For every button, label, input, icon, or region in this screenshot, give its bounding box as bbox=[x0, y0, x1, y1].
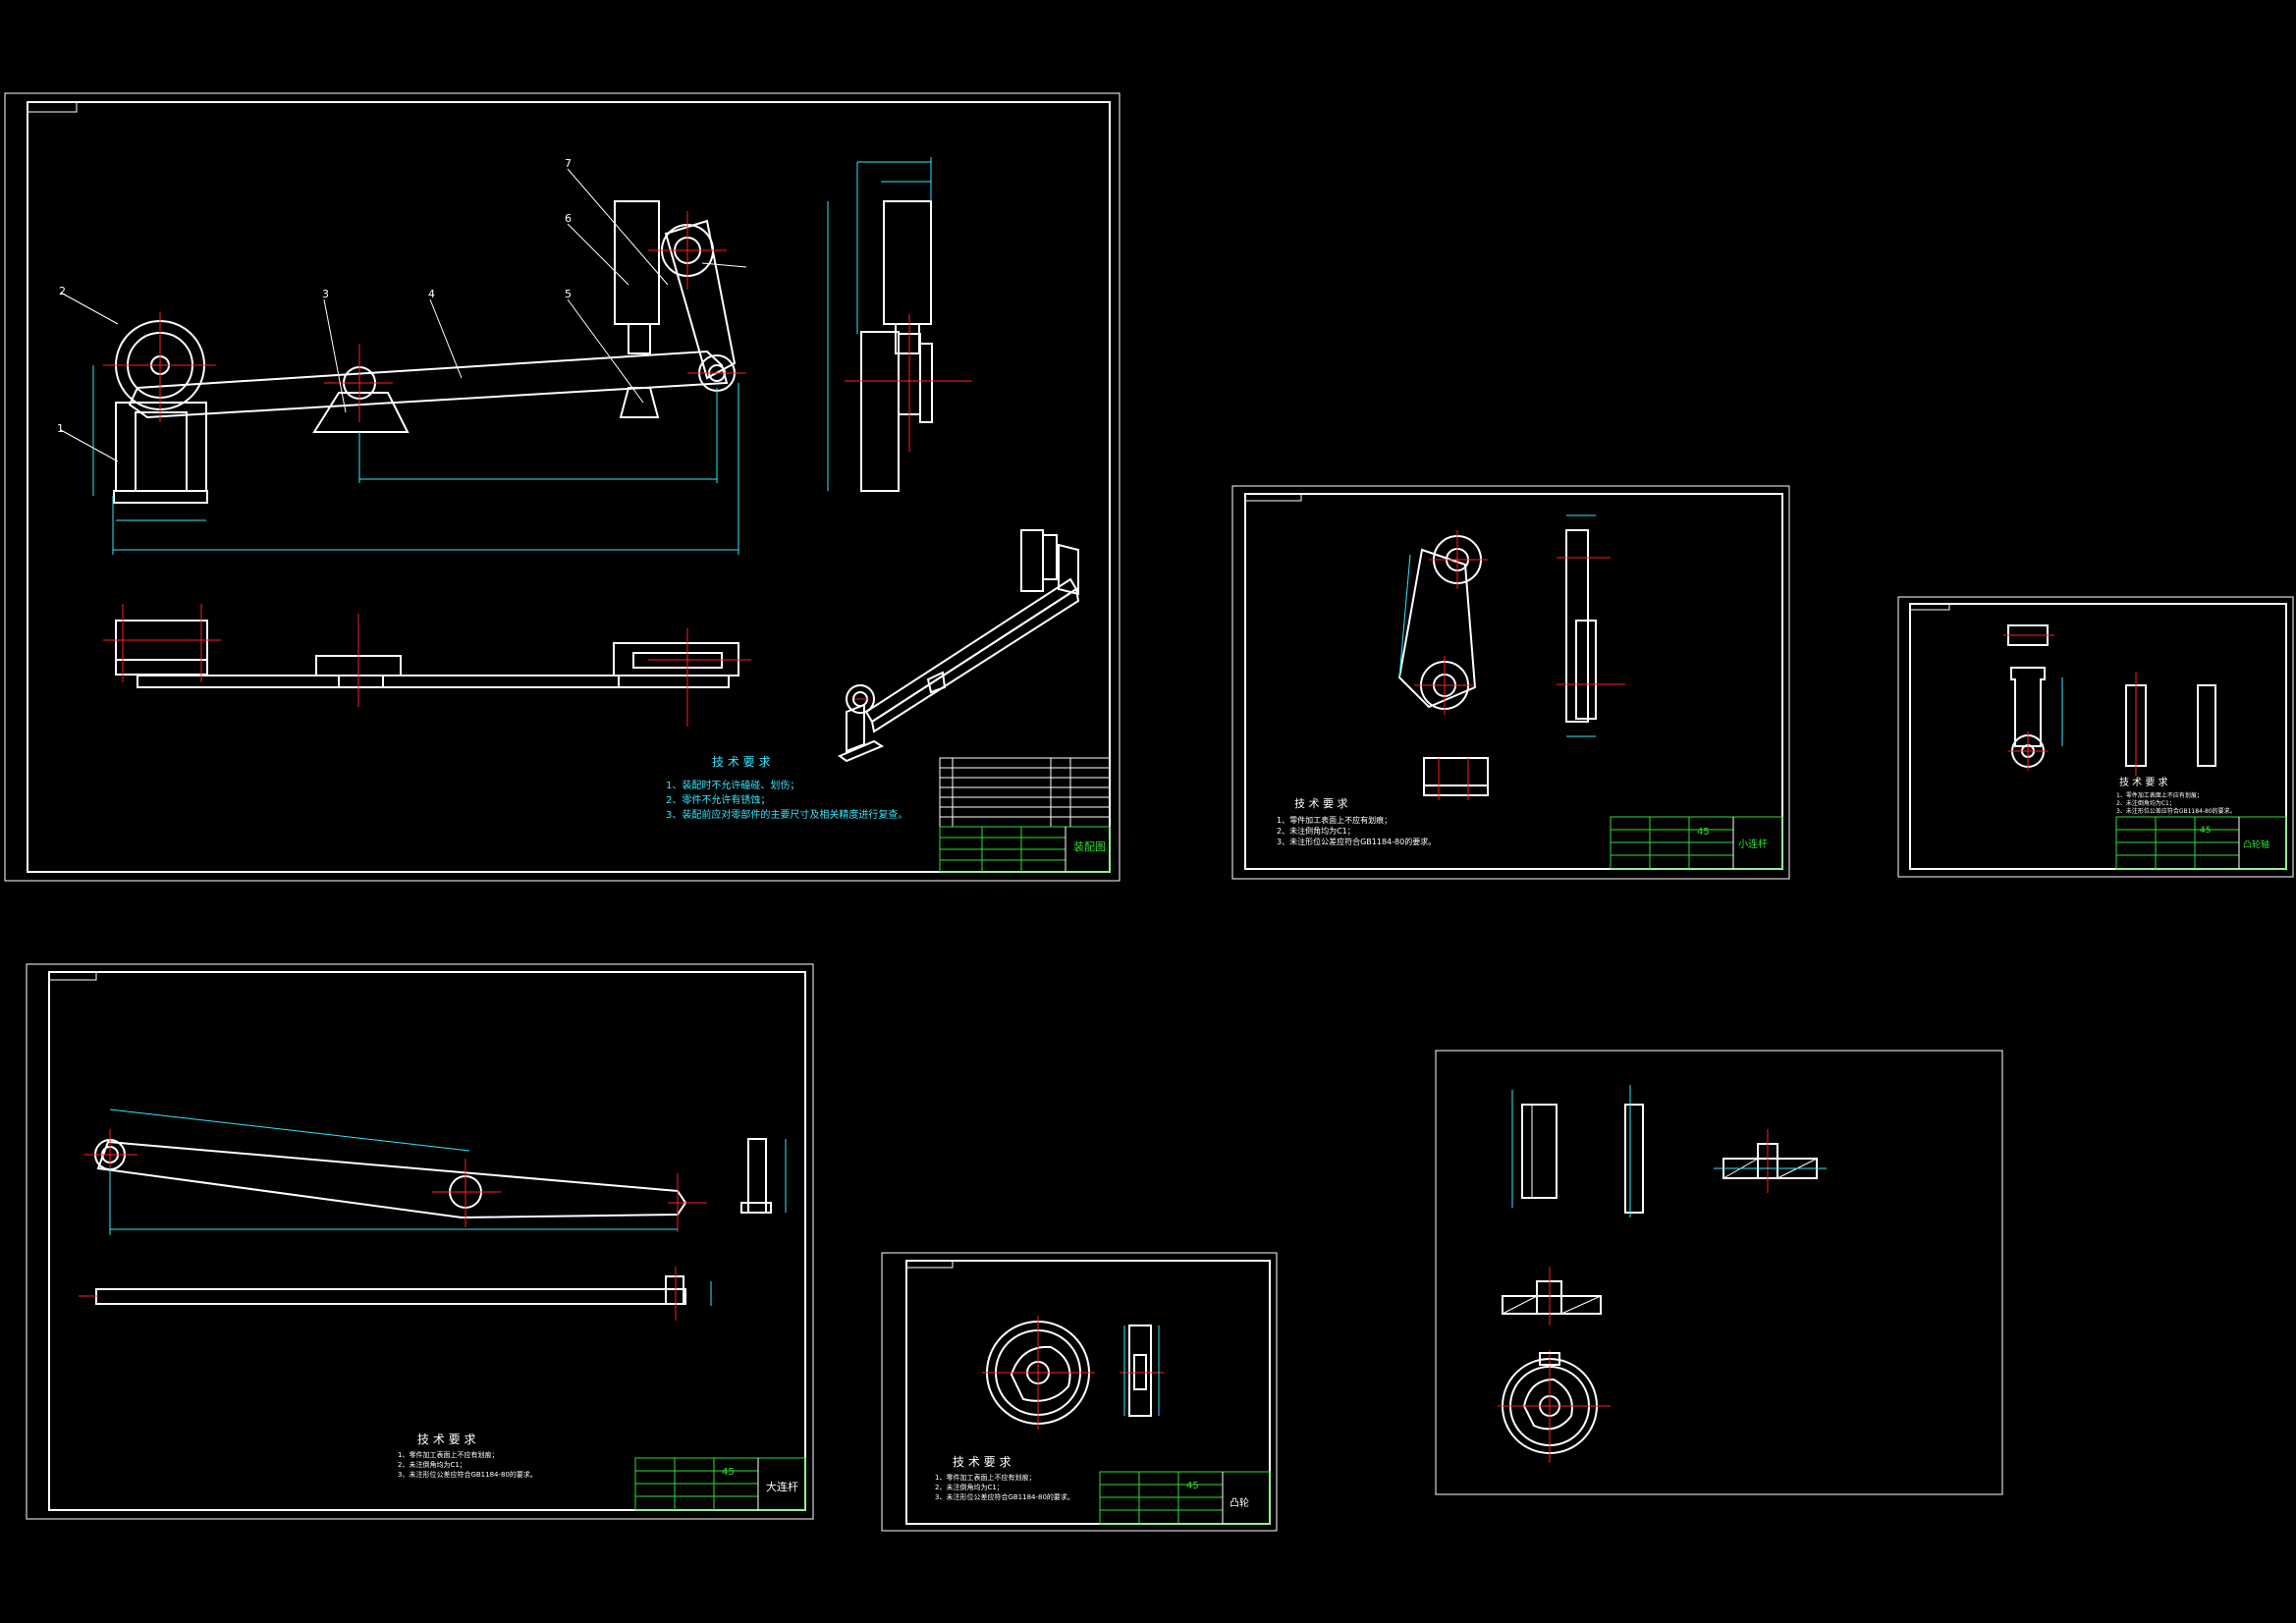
sheet-cam: 技 术 要 求 1、零件加工表面上不应有划痕； 2、未注倒角均为C1； 3、未注… bbox=[881, 1252, 1278, 1532]
follower-note-2: 2、未注倒角均为C1； bbox=[2116, 799, 2175, 807]
assembly-title-block: 装配图 bbox=[939, 757, 1111, 873]
cam-material: 45 bbox=[1186, 1481, 1199, 1491]
balloon-5: 5 bbox=[565, 288, 572, 300]
big-rod-note-3: 3、未注形位公差应符合GB1184-80的要求。 bbox=[398, 1470, 537, 1479]
balloon-3: 3 bbox=[322, 288, 329, 300]
big-rod-tech-title: 技 术 要 求 bbox=[417, 1433, 475, 1446]
cam-tech-title: 技 术 要 求 bbox=[953, 1455, 1011, 1469]
cam-note-3: 3、未注形位公差应符合GB1184-80的要求。 bbox=[935, 1492, 1074, 1501]
small-rod-title-block: 45 小连杆 bbox=[1610, 816, 1783, 870]
big-rod-title-block: 45 大连杆 bbox=[634, 1457, 806, 1511]
assembly-note-1: 1、装配时不允许磕碰、划伤； bbox=[666, 779, 799, 791]
balloon-4: 4 bbox=[428, 288, 435, 300]
big-rod-material: 45 bbox=[722, 1467, 735, 1478]
big-rod-note-1: 1、零件加工表面上不应有划痕； bbox=[398, 1450, 498, 1459]
cam-note-2: 2、未注倒角均为C1； bbox=[935, 1483, 1004, 1491]
small-rod-title-name: 小连杆 bbox=[1738, 838, 1768, 850]
assembly-side-view bbox=[827, 157, 972, 492]
assembly-top-view bbox=[103, 604, 751, 727]
big-rod-note-2: 2、未注倒角均为C1； bbox=[398, 1460, 466, 1469]
sheet-big-rod: 技 术 要 求 1、零件加工表面上不应有划痕； 2、未注倒角均为C1； 3、未注… bbox=[26, 963, 814, 1520]
balloon-1: 1 bbox=[57, 422, 64, 435]
assembly-front-view: 2 1 3 4 5 6 7 bbox=[57, 157, 747, 555]
assembly-tech-title: 技 术 要 求 bbox=[712, 755, 770, 769]
balloon-6: 6 bbox=[565, 212, 572, 225]
follower-title-block: 45 凸轮轴 bbox=[2115, 816, 2287, 870]
small-rod-note-2: 2、未注倒角均为C1； bbox=[1277, 826, 1355, 836]
small-rod-material: 45 bbox=[1697, 827, 1710, 838]
follower-note-1: 1、零件加工表面上不应有划痕； bbox=[2116, 791, 2203, 799]
assembly-note-2: 2、零件不允许有锈蚀； bbox=[666, 793, 770, 806]
follower-tech-title: 技 术 要 求 bbox=[2119, 776, 2168, 788]
sheet-assembly: 2 1 3 4 5 6 7 bbox=[4, 92, 1121, 882]
small-rod-note-1: 1、零件加工表面上不应有划痕； bbox=[1277, 815, 1392, 825]
assembly-isometric-view bbox=[837, 529, 1080, 763]
cam-note-1: 1、零件加工表面上不应有划痕； bbox=[935, 1473, 1035, 1482]
balloon-2: 2 bbox=[59, 285, 66, 298]
big-rod-title-name: 大连杆 bbox=[766, 1480, 798, 1493]
small-rod-note-3: 3、未注形位公差应符合GB1184-80的要求。 bbox=[1277, 837, 1436, 846]
cam-title-name: 凸轮 bbox=[1230, 1496, 1249, 1509]
assembly-title-name: 装配图 bbox=[1073, 840, 1106, 853]
balloon-7: 7 bbox=[565, 157, 572, 170]
sheet-details bbox=[1435, 1050, 2003, 1495]
follower-title-name: 凸轮轴 bbox=[2243, 839, 2269, 850]
follower-material: 45 bbox=[2200, 826, 2211, 836]
follower-note-3: 3、未注形位公差应符合GB1184-80的要求。 bbox=[2116, 807, 2236, 815]
sheet-follower: 技 术 要 求 1、零件加工表面上不应有划痕； 2、未注倒角均为C1； 3、未注… bbox=[1897, 596, 2294, 878]
small-rod-tech-title: 技 术 要 求 bbox=[1294, 797, 1348, 810]
cam-title-block: 45 凸轮 bbox=[1099, 1471, 1271, 1525]
assembly-note-3: 3、装配前应对零部件的主要尺寸及相关精度进行复查。 bbox=[666, 808, 907, 821]
sheet-small-rod: 技 术 要 求 1、零件加工表面上不应有划痕； 2、未注倒角均为C1； 3、未注… bbox=[1231, 485, 1790, 880]
